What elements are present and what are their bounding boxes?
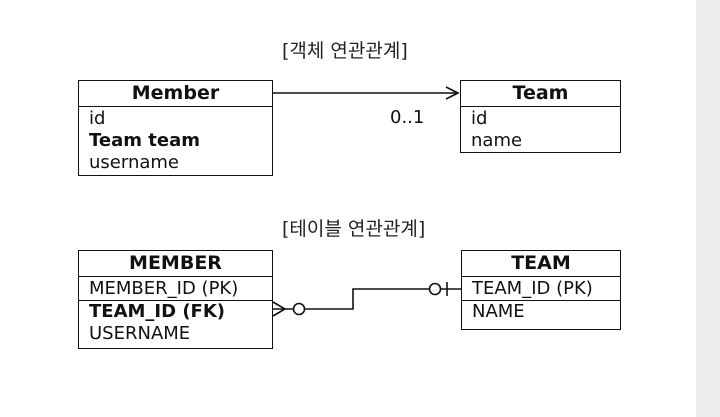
association-arrow <box>273 86 460 100</box>
member-field-team: Team team <box>89 130 200 151</box>
team-field-id: id <box>471 108 488 129</box>
team-class-name: Team <box>461 81 620 107</box>
member-class-name: Member <box>79 81 272 107</box>
team-table-pk: TEAM_ID (PK) <box>472 278 593 299</box>
member-class-box: Member id Team team username <box>78 80 273 176</box>
member-pk-divider <box>79 300 272 301</box>
member-field-id: id <box>89 108 106 129</box>
table-relationship-title: [테이블 연관관계] <box>282 218 426 240</box>
optional-circle-icon <box>292 302 306 316</box>
team-table-name: TEAM <box>462 251 620 277</box>
right-edge-strip <box>696 0 720 417</box>
member-table-fk: TEAM_ID (FK) <box>89 301 226 322</box>
member-table-box: MEMBER MEMBER_ID (PK) TEAM_ID (FK) USERN… <box>78 250 273 349</box>
object-relationship-title: [객체 연관관계] <box>282 40 408 62</box>
team-field-name: name <box>471 130 523 151</box>
association-arrowhead <box>445 86 460 100</box>
team-pk-divider <box>462 300 620 301</box>
team-table-box: TEAM TEAM_ID (PK) NAME <box>461 250 621 330</box>
multiplicity-label: 0..1 <box>390 107 425 128</box>
member-table-pk: MEMBER_ID (PK) <box>89 278 239 299</box>
member-table-name: MEMBER <box>79 251 272 277</box>
team-table-name-field: NAME <box>472 301 525 322</box>
member-field-username: username <box>89 152 179 173</box>
member-table-username: USERNAME <box>89 323 191 344</box>
fk-relationship-line <box>272 282 461 317</box>
team-class-box: Team id name <box>460 80 621 153</box>
optional-circle-icon <box>428 282 442 296</box>
